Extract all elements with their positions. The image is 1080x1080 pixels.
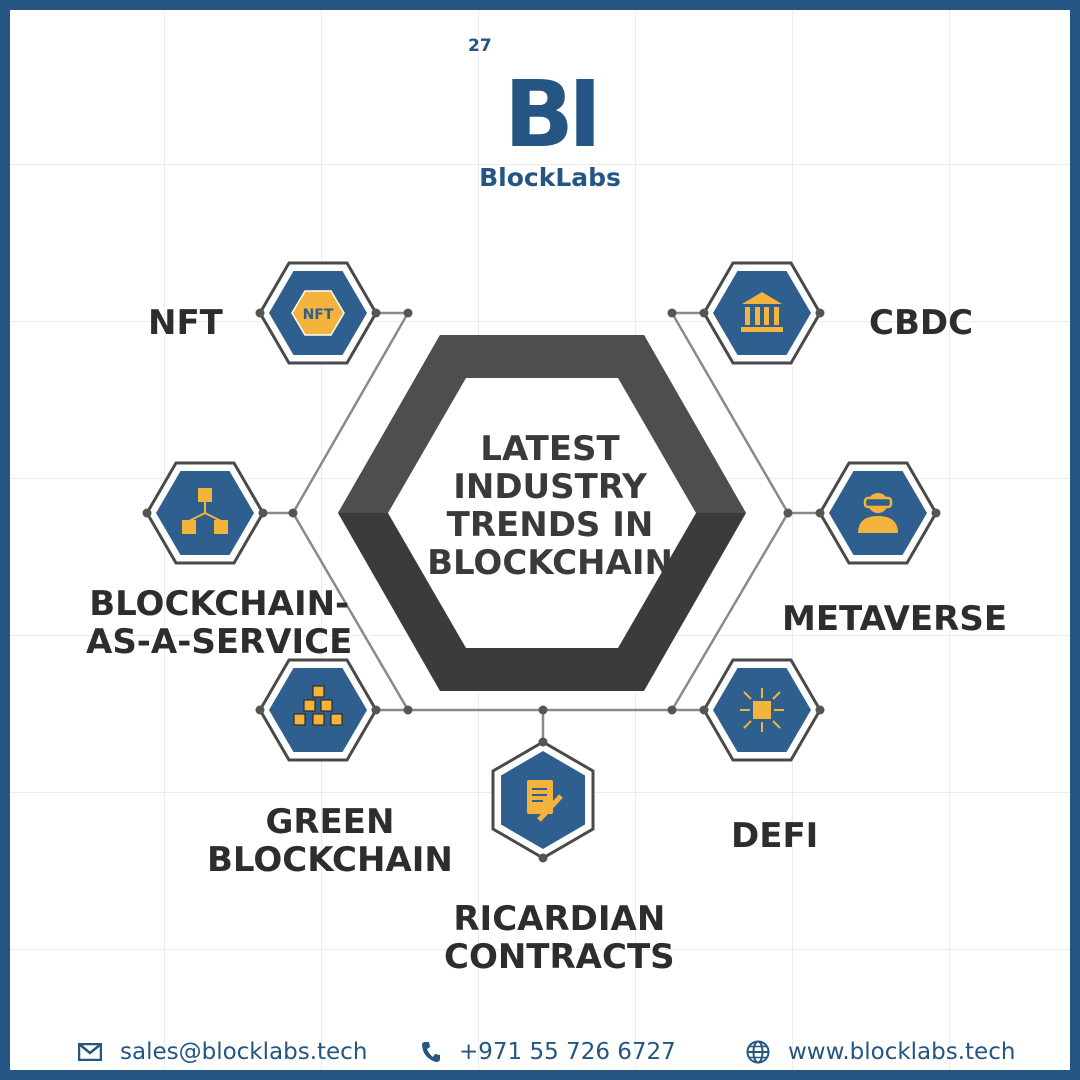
green-blockchain-hexagon — [255, 658, 381, 762]
email-text: sales@blocklabs.tech — [120, 1039, 368, 1065]
center-hexagon — [338, 335, 746, 691]
connector-nodes — [288, 308, 793, 715]
svg-text:BI: BI — [504, 70, 596, 150]
trend-label-nft: NFT — [148, 303, 223, 343]
phone-icon — [422, 1042, 440, 1062]
trend-label-baas: BLOCKCHAIN- AS-A-SERVICE — [86, 584, 353, 662]
vr-headset-person-icon — [858, 493, 898, 533]
cbdc-hexagon — [699, 261, 825, 365]
trend-label-cbdc: CBDC — [869, 303, 974, 343]
baas-hexagon — [142, 461, 268, 565]
defi-hexagon — [699, 658, 825, 762]
green-blocks-icon — [293, 685, 343, 726]
trend-label-metaverse: METAVERSE — [782, 599, 1008, 639]
ricardian-contracts-hexagon — [491, 737, 595, 863]
center-title: LATEST INDUSTRY TRENDS IN BLOCKCHAIN — [427, 429, 673, 583]
envelope-icon — [78, 1043, 102, 1061]
nft-badge-text: NFT — [303, 307, 334, 323]
footer-phone[interactable]: +971 55 726 6727 — [421, 1032, 676, 1070]
connected-cubes-icon — [182, 488, 228, 534]
blocklabs-logo-mark: BI — [504, 70, 600, 150]
footer-email[interactable]: sales@blocklabs.tech — [78, 1032, 368, 1070]
globe-icon — [746, 1040, 770, 1064]
trend-label-ricardian-contracts: RICARDIAN CONTRACTS — [444, 899, 675, 977]
brand-name: BlockLabs — [479, 163, 621, 192]
trend-label-defi: DEFI — [731, 816, 819, 856]
bank-icon — [741, 292, 783, 332]
distributed-box-icon — [740, 688, 784, 732]
contract-pen-icon — [527, 780, 563, 822]
phone-text: +971 55 726 6727 — [459, 1039, 676, 1065]
trend-label-green-blockchain: GREEN BLOCKCHAIN — [207, 802, 453, 880]
metaverse-hexagon — [815, 461, 941, 565]
nft-hexagon: NFT — [255, 261, 381, 365]
footer-website[interactable]: www.blocklabs.tech — [746, 1032, 1016, 1070]
website-text: www.blocklabs.tech — [788, 1039, 1016, 1065]
logo-number: 27 — [468, 36, 492, 56]
nft-icon: NFT — [291, 290, 345, 336]
